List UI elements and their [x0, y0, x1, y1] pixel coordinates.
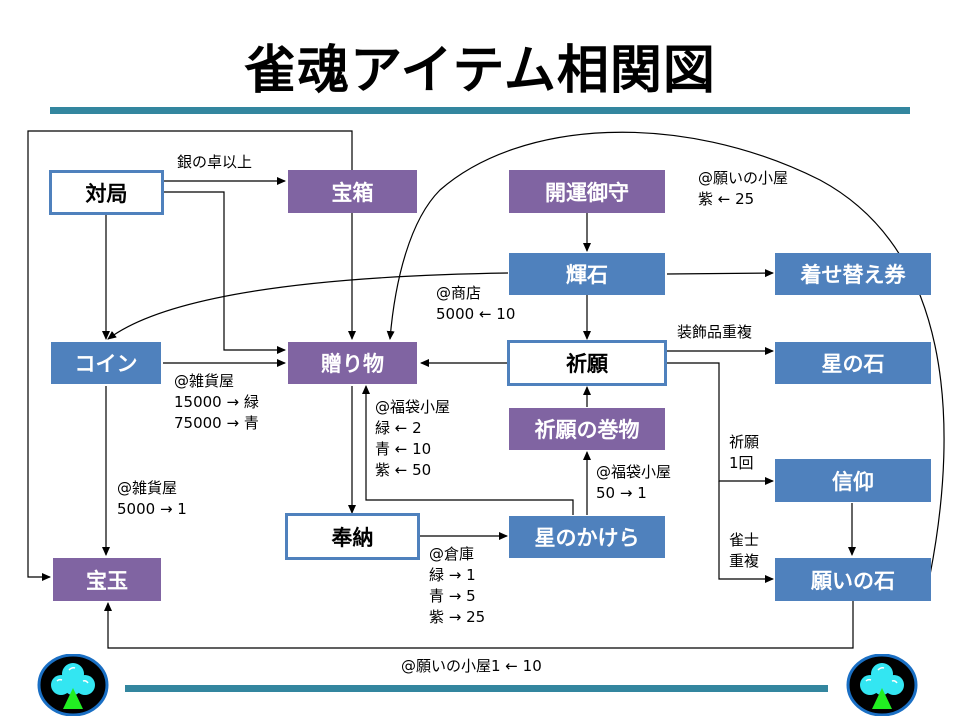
label-zakkaya-coin-hougyoku: @雑貨屋 5000 → 1 [117, 479, 187, 518]
edge-kigan-negainoishi [718, 481, 774, 583]
label-taikyoku-takarabako: 銀の卓以上 [177, 153, 253, 171]
node-taikyoku: 対局 [49, 170, 164, 215]
node-coin: コイン [51, 342, 161, 384]
node-shinkou: 信仰 [775, 459, 931, 502]
tree-clover-logo-left-icon [37, 654, 109, 716]
node-kigan: 祈願 [507, 340, 667, 386]
edge-kiseki-coin [107, 272, 509, 340]
edge-negai-okurimono [386, 131, 945, 576]
node-kaiun-omamori: 開運御守 [509, 170, 665, 213]
bottom-divider [125, 685, 828, 692]
node-hougyoku: 宝玉 [53, 558, 161, 601]
label-fukubukuro-makimono: @福袋小屋 50 → 1 [596, 463, 672, 502]
edge-takarabako-hougyoku [27, 130, 353, 581]
tree-clover-logo-right-icon [846, 654, 918, 716]
label-souko-hounou: @倉庫 緑 → 1 青 → 5 紫 → 25 [429, 545, 486, 626]
node-negai-no-ishi: 願いの石 [775, 558, 931, 601]
node-kisekae-ken: 着せ替え券 [775, 253, 931, 295]
label-negai-hut-hougyoku: @願いの小屋1 ← 10 [401, 657, 542, 675]
label-fukubukuro-okurimono: @福袋小屋 緑 ← 2 青 ← 10 紫 ← 50 [375, 398, 451, 479]
label-zakkaya-coin-okurimono: @雑貨屋 15000 → 緑 75000 → 青 [174, 372, 259, 432]
node-hoshi-no-kakera: 星のかけら [509, 516, 665, 558]
node-kigan-no-makimono: 祈願の巻物 [509, 408, 665, 450]
edge-kigan-shinkou [667, 362, 774, 485]
node-okurimono: 贈り物 [288, 342, 417, 384]
node-hounou: 奉納 [285, 513, 420, 560]
label-negai-hut-shiun: @願いの小屋 紫 ← 25 [698, 169, 789, 208]
edge-negai-hougyoku [104, 601, 854, 649]
label-shop-kiseki-coin: @商店 5000 ← 10 [436, 284, 516, 323]
label-kigan-hoshi: 装飾品重複 [677, 323, 753, 341]
label-jansi-dup: 雀士 重複 [729, 531, 760, 570]
node-hoshi-no-ishi: 星の石 [775, 342, 931, 384]
edge-taikyoku-okurimono [163, 191, 286, 354]
node-takarabako: 宝箱 [288, 170, 417, 213]
edge-kiseki-kisekae [666, 269, 774, 278]
label-kigan-once: 祈願 1回 [729, 433, 760, 472]
top-divider [50, 107, 910, 114]
page-title: 雀魂アイテム相関図 [244, 41, 716, 101]
node-kiseki: 輝石 [509, 253, 665, 295]
edge-kakera-okurimono [362, 385, 574, 515]
